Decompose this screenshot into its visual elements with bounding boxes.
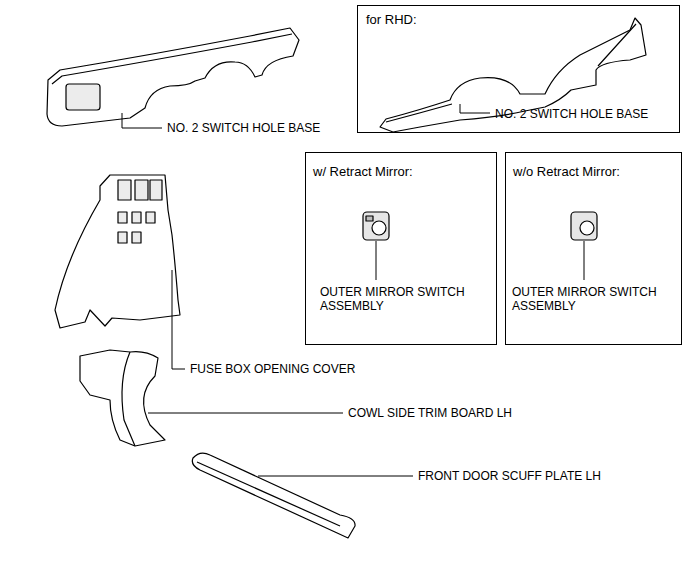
fuse-box-opening-cover: [55, 175, 180, 328]
variant-box: w/ Retract Mirror: OUTER MIRROR SWITCH AS…: [305, 152, 497, 345]
cover-switch-opening: [132, 212, 141, 223]
cowl-side-trim-edge: [122, 352, 135, 446]
mirror-switch-button: [366, 216, 373, 221]
part-name: FRONT DOOR SCUFF PLATE LH: [418, 469, 601, 483]
part-name: FUSE BOX OPENING COVER: [190, 362, 355, 376]
mirror-switch-icon: [571, 212, 597, 240]
cover-switch-opening: [135, 180, 148, 200]
leader-line: [460, 104, 490, 113]
part-name: NO. 2 SWITCH HOLE BASE: [495, 107, 648, 121]
cover-switch-opening: [132, 232, 141, 243]
cowl-side-trim-board: [80, 350, 165, 446]
mirror-switch-icon: [363, 212, 389, 240]
part-name: NO. 2 SWITCH HOLE BASE: [167, 121, 320, 135]
variant-box: for RHD: NO. 2 SWITCH HOLE BASE: [357, 5, 680, 133]
cover-switch-opening: [118, 212, 127, 223]
front-door-scuff-plate: [192, 453, 355, 538]
leader-line: [172, 270, 185, 369]
mirror-switch-knob: [372, 221, 386, 235]
box-heading: for RHD:: [366, 12, 417, 27]
mirror-switch-knob: [580, 221, 594, 235]
scuff-plate-edge: [197, 462, 340, 526]
switch-hole: [66, 84, 100, 110]
box-heading: w/o Retract Mirror:: [513, 164, 620, 179]
leader-line: [258, 476, 413, 477]
cover-switch-opening: [118, 232, 127, 243]
box-heading: w/ Retract Mirror:: [313, 164, 413, 179]
leader-line: [584, 241, 585, 280]
variant-box: w/o Retract Mirror: OUTER MIRROR SWITCH A…: [505, 152, 682, 345]
part-name: COWL SIDE TRIM BOARD LH: [348, 406, 512, 420]
switch-hole-base: [47, 28, 299, 126]
part-name: OUTER MIRROR SWITCH ASSEMBLY: [320, 285, 485, 313]
cover-switch-opening: [150, 180, 162, 200]
leader-line: [148, 413, 343, 414]
switch-hole-base-edge: [52, 34, 292, 84]
cover-switch-opening: [118, 180, 131, 200]
cover-switch-opening: [146, 212, 155, 223]
leader-line: [376, 241, 377, 280]
part-name: OUTER MIRROR SWITCH ASSEMBLY: [512, 285, 677, 313]
leader-line: [122, 113, 162, 128]
